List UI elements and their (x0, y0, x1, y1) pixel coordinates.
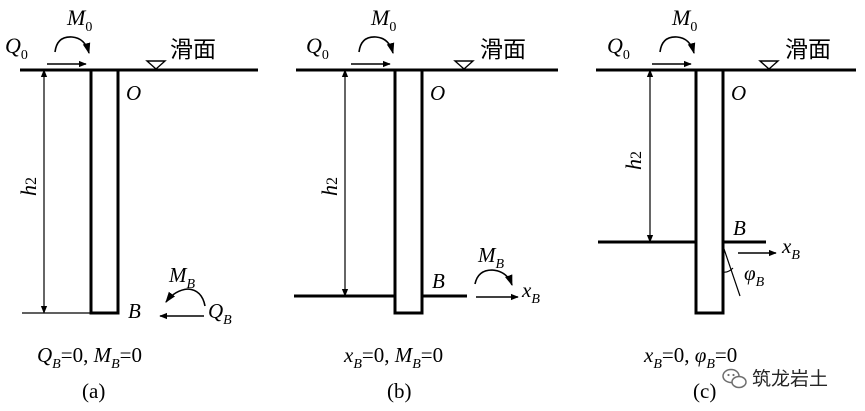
slip-surface-label-c: 滑面 (785, 37, 831, 63)
condition-part: Q (37, 343, 52, 367)
panel-b: 滑面 O Q0 M0 h2 B MB xB xB=0, MB=0 (b) (294, 5, 558, 403)
surface-triangle-a (145, 60, 167, 70)
condition-part: M (394, 343, 414, 367)
rotation-arc-c (722, 267, 734, 273)
condition-part: B (653, 357, 662, 372)
disp-xb-label-c: xB (781, 234, 800, 263)
moment-m0-label-a: M0 (66, 5, 92, 35)
slip-surface-label-b: 滑面 (480, 37, 526, 63)
watermark: 筑龙岩土 (722, 368, 828, 390)
boundary-condition-a: QB=0, MB=0 (37, 343, 142, 372)
condition-part: =0 (421, 343, 443, 367)
depth-label-a: h2 (16, 177, 41, 196)
condition-part: B (52, 357, 61, 372)
moment-m0-arrow-a (54, 36, 91, 55)
rotation-line-c (722, 245, 741, 297)
condition-part: B (353, 357, 362, 372)
moment-m0-label-c: M0 (671, 5, 697, 35)
pile-a (89, 68, 120, 315)
origin-label-b: O (430, 81, 445, 105)
shear-q0-label-a: Q0 (5, 33, 28, 63)
slip-surface-label-a: 滑面 (170, 37, 216, 63)
point-b-label-a: B (128, 299, 141, 323)
moment-mb-arrow-b (474, 269, 513, 287)
moment-mb-label-b: MB (477, 243, 505, 272)
watermark-text: 筑龙岩土 (752, 368, 828, 390)
panel-a: 滑面 O Q0 M0 h2 B MB QB QB=0, MB=0 (a) (5, 5, 258, 403)
depth-label-b: h2 (317, 177, 342, 196)
point-b-label-c: B (733, 216, 746, 240)
surface-triangle-c (758, 60, 780, 70)
condition-part: =0 (120, 343, 142, 367)
caption-a: (a) (82, 379, 105, 403)
shear-q0-label-c: Q0 (607, 33, 630, 63)
rot-phib-label-c: φB (744, 261, 765, 290)
origin-label-c: O (731, 81, 746, 105)
disp-xb-label-b: xB (521, 278, 540, 307)
shear-qb-label-a: QB (208, 299, 232, 328)
condition-part: x (643, 343, 654, 367)
condition-part: =0, (662, 343, 695, 367)
condition-part: =0, (362, 343, 395, 367)
condition-part: x (343, 343, 354, 367)
caption-b: (b) (387, 379, 412, 403)
pile-b (393, 68, 424, 315)
moment-mb-arrow-a (165, 288, 206, 307)
condition-part: B (412, 357, 421, 372)
condition-part: B (111, 357, 120, 372)
condition-part: B (706, 357, 715, 372)
moment-m0-arrow-b (358, 36, 395, 55)
boundary-condition-c: xB=0, φB=0 (643, 343, 737, 372)
surface-triangle-b (453, 60, 475, 70)
moment-m0-label-b: M0 (370, 5, 396, 35)
panel-c: 滑面 O Q0 M0 h2 B xB φB xB=0, φB=0 (c) (596, 5, 856, 403)
condition-part: =0, (61, 343, 94, 367)
boundary-condition-b: xB=0, MB=0 (343, 343, 443, 372)
moment-m0-arrow-c (659, 36, 696, 55)
condition-part: M (93, 343, 113, 367)
moment-mb-label-a: MB (168, 263, 196, 292)
caption-c: (c) (693, 379, 716, 403)
wechat-icon (722, 368, 747, 389)
condition-part: φ (695, 343, 707, 367)
depth-label-c: h2 (621, 151, 646, 170)
origin-label-a: O (126, 81, 141, 105)
shear-q0-label-b: Q0 (306, 33, 329, 63)
pile-c (694, 68, 725, 315)
point-b-label-b: B (432, 269, 445, 293)
condition-part: =0 (715, 343, 737, 367)
